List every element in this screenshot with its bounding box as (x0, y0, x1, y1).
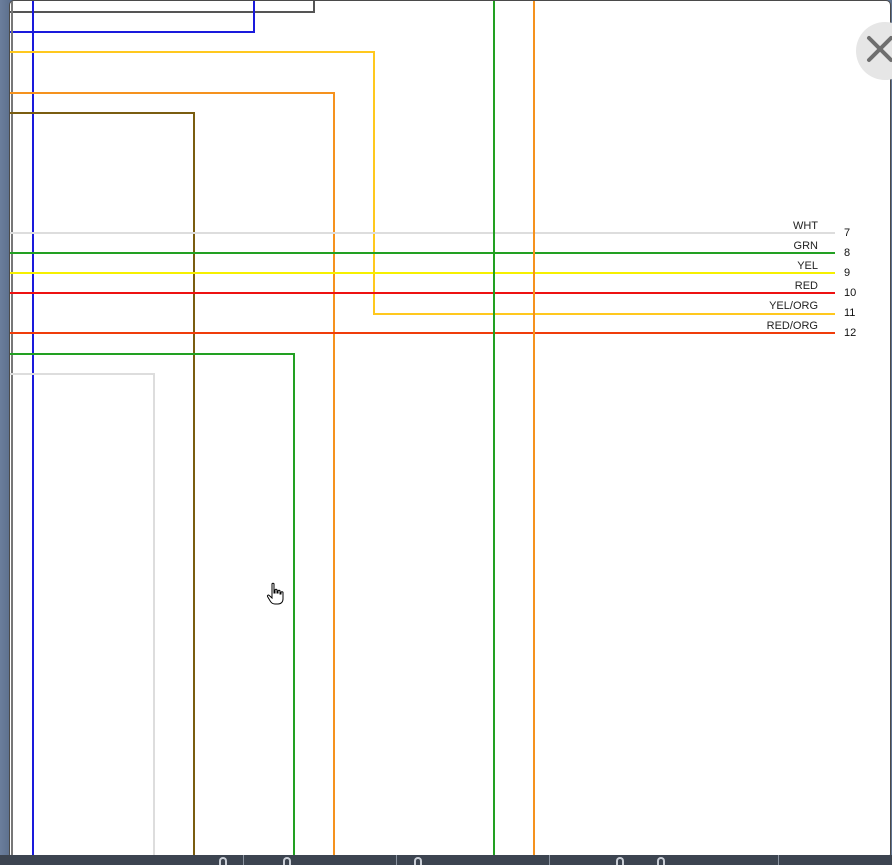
wire-blue (10, 1, 255, 33)
toolbar-rotate-icon[interactable] (283, 857, 291, 865)
toolbar-zoom-icon[interactable] (219, 857, 227, 865)
pin-number-9: 9 (844, 267, 850, 279)
wire-label-yel-org: YEL/ORG (769, 300, 818, 312)
close-icon (867, 36, 892, 62)
toolbar-fit-icon[interactable] (414, 857, 422, 865)
toolbar-zoom-out-icon[interactable] (616, 857, 624, 865)
wire-green-route (10, 353, 295, 858)
pin-number-12: 12 (844, 327, 856, 339)
pin-number-11: 11 (844, 307, 855, 319)
wire-label-yel: YEL (797, 260, 818, 272)
toolbar-separator (549, 855, 550, 865)
pin-number-7: 7 (844, 227, 850, 239)
wiring-diagram[interactable]: WHT GRN YEL RED YEL/ORG RED/ORG 7 8 9 10… (10, 1, 890, 858)
wire-label-red: RED (795, 280, 818, 292)
toolbar-zoom-in-icon[interactable] (657, 857, 665, 865)
toolbar-separator (396, 855, 397, 865)
wire-label-red-org: RED/ORG (767, 320, 818, 332)
wire-yellow-orange-route (10, 51, 835, 315)
toolbar-separator (778, 855, 779, 865)
pin-number-8: 8 (844, 247, 850, 259)
wire-label-grn: GRN (794, 240, 819, 252)
diagram-viewer[interactable]: WHT GRN YEL RED YEL/ORG RED/ORG 7 8 9 10… (9, 0, 891, 859)
wire-label-wht: WHT (793, 220, 818, 232)
bottom-toolbar (0, 855, 892, 865)
wire-brown-route (10, 112, 195, 858)
pin-number-10: 10 (844, 287, 856, 299)
wire-lightgray-route (10, 373, 155, 858)
wire-gray-top (10, 1, 315, 13)
toolbar-separator (243, 855, 244, 865)
wire-orange-route (10, 92, 335, 858)
